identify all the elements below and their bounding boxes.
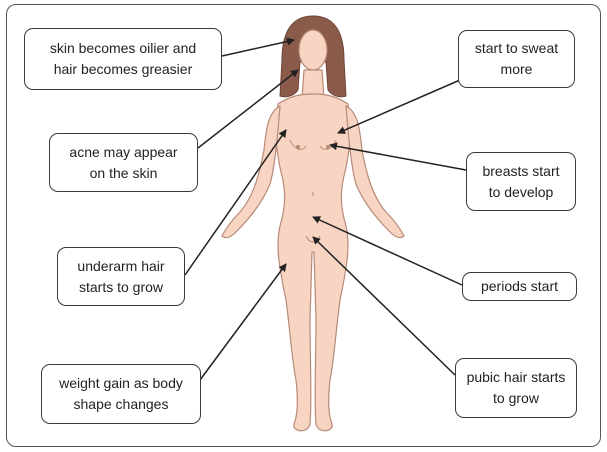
callout-underarm-hair: underarm hair starts to grow: [57, 247, 185, 306]
callout-pubic-hair: pubic hair starts to grow: [455, 358, 577, 418]
callout-skin-oilier: skin becomes oilier and hair becomes gre…: [24, 28, 222, 90]
callout-breasts: breasts start to develop: [466, 152, 576, 211]
callout-weight-gain: weight gain as body shape changes: [41, 364, 201, 424]
callout-sweat-more: start to sweat more: [458, 30, 575, 88]
arrow-weight-gain: [200, 264, 286, 380]
body-silhouette: [222, 30, 404, 431]
callout-periods: periods start: [462, 272, 577, 301]
callout-acne: acne may appear on the skin: [49, 133, 198, 192]
arrow-breasts: [330, 145, 466, 170]
arrow-sweat-more: [338, 80, 460, 133]
arrow-underarm-hair: [185, 130, 286, 275]
